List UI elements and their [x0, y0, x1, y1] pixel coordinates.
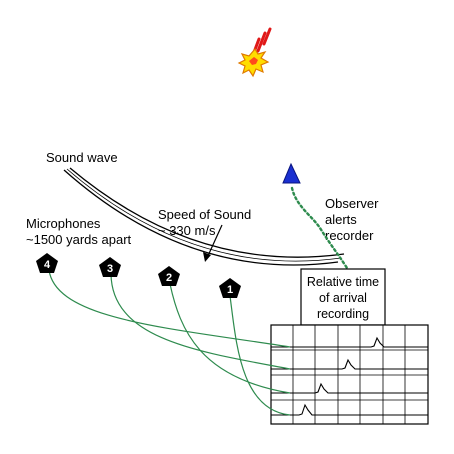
speed-of-sound-line-1: Speed of Sound	[158, 207, 251, 222]
microphone-pentagon-icon	[158, 266, 180, 286]
recorder-label-box: Relative time of arrival recording	[300, 268, 386, 326]
trace-2	[271, 382, 428, 394]
microphone-number: 1	[227, 284, 233, 296]
recorder-label-line-2: of arrival	[319, 291, 367, 305]
microphone-wires	[48, 269, 291, 416]
microphone-number: 4	[44, 259, 51, 271]
observer-label-line-3: recorder	[325, 228, 374, 243]
wire-mic-2	[169, 283, 291, 394]
recording-traces	[271, 336, 428, 416]
microphone-4: 4	[36, 253, 58, 273]
microphone-pentagon-icon	[36, 253, 58, 273]
microphones-label-line-1: Microphones	[26, 216, 101, 231]
wire-mic-4	[48, 269, 291, 348]
trace-3	[271, 358, 428, 370]
sound-wave-arcs	[63, 167, 345, 266]
microphone-1: 1	[219, 278, 241, 298]
microphones-label-line-2: ~1500 yards apart	[26, 232, 132, 247]
recording-chart	[270, 324, 429, 425]
observer-triangle-icon	[282, 162, 301, 184]
observer-label-line-2: alerts	[325, 212, 357, 227]
observer-link-dotted	[290, 186, 349, 270]
microphone-pentagon-icon	[99, 257, 121, 277]
microphone-3: 3	[99, 257, 121, 277]
wire-mic-1	[229, 295, 291, 416]
speed-arrow	[203, 224, 223, 262]
microphone-2: 2	[158, 266, 180, 286]
microphones-label: Microphones ~1500 yards apart	[26, 216, 132, 247]
observer-label-line-1: Observer	[325, 196, 379, 211]
recorder-label-line-1: Relative time	[307, 275, 379, 289]
speed-of-sound-line-2: ~ 330 m/s	[158, 223, 216, 238]
microphone-number: 3	[107, 263, 113, 275]
trace-4	[271, 336, 428, 348]
microphone-number: 2	[166, 272, 172, 284]
explosion-icon	[237, 27, 272, 78]
recorder-label-line-3: recording	[317, 307, 369, 321]
observer-label: Observer alerts recorder	[325, 196, 379, 243]
microphone-pentagon-icon	[219, 278, 241, 298]
sound-wave-label: Sound wave	[46, 150, 118, 165]
trace-1	[271, 403, 428, 416]
speed-of-sound-label: Speed of Sound ~ 330 m/s	[158, 207, 251, 238]
wire-mic-3	[110, 273, 291, 370]
